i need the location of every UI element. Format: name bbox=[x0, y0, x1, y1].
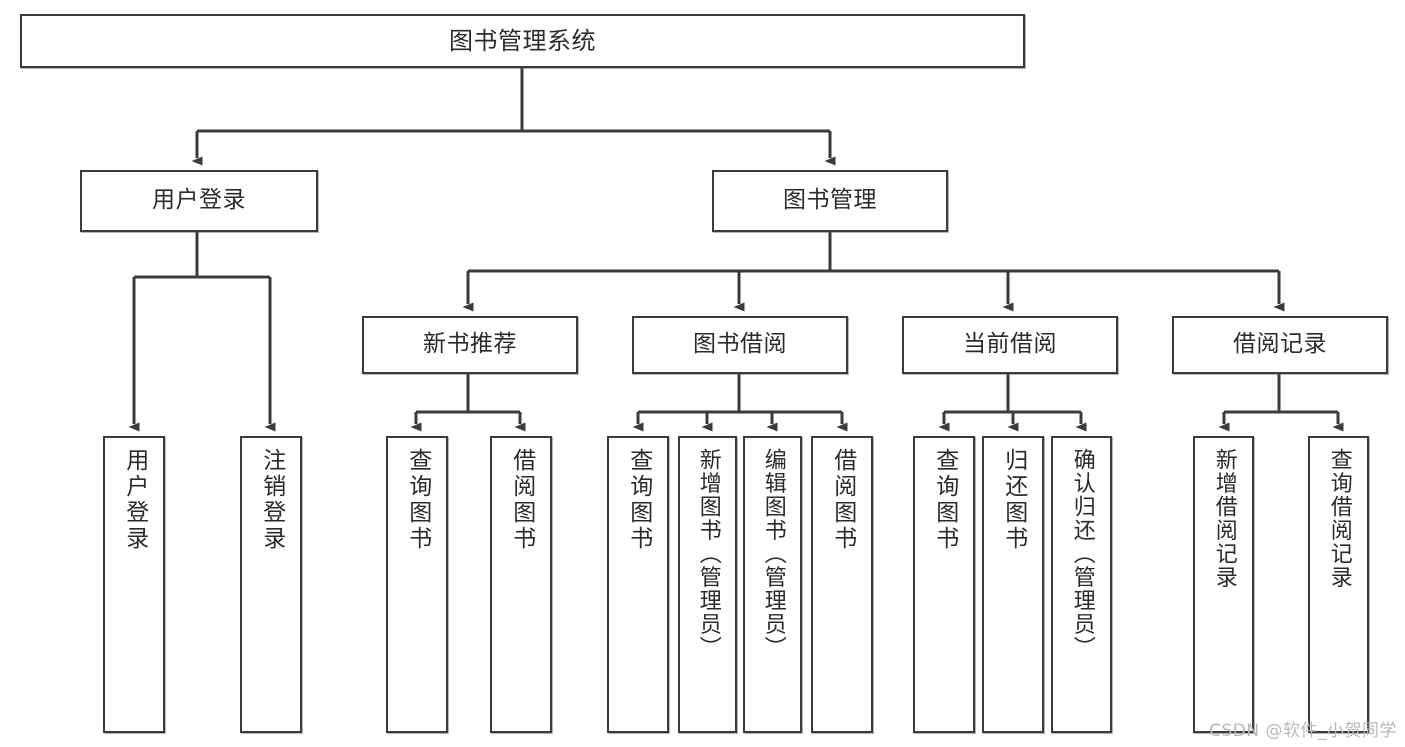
node-label: 查询图书 bbox=[625, 448, 652, 552]
leaf-current-return-book[interactable]: 归还图书 bbox=[982, 436, 1044, 733]
node-label: 借阅图书 bbox=[508, 448, 535, 552]
node-book-borrow[interactable]: 图书借阅 bbox=[632, 316, 848, 374]
node-label: 注销登录 bbox=[258, 448, 285, 552]
node-label: 查询借阅记录 bbox=[1326, 448, 1352, 589]
node-label: 图书管理系统 bbox=[449, 26, 596, 55]
node-label: 借阅记录 bbox=[1233, 331, 1327, 358]
node-label: 归还图书 bbox=[1000, 448, 1027, 552]
node-book-management[interactable]: 图书管理 bbox=[712, 170, 948, 232]
node-label: 图书管理 bbox=[783, 187, 877, 214]
node-label: 新增借阅记录 bbox=[1211, 448, 1237, 589]
leaf-current-query-book[interactable]: 查询图书 bbox=[913, 436, 975, 733]
node-label: 当前借阅 bbox=[963, 331, 1057, 358]
node-root-book-management-system[interactable]: 图书管理系统 bbox=[20, 14, 1025, 68]
node-borrow-records[interactable]: 借阅记录 bbox=[1172, 316, 1388, 374]
node-label: 用户登录 bbox=[152, 187, 246, 214]
node-label: 编辑图书（管理员） bbox=[760, 448, 786, 660]
node-label: 确认归还（管理员） bbox=[1069, 448, 1095, 660]
leaf-records-query-record[interactable]: 查询借阅记录 bbox=[1308, 436, 1369, 733]
node-new-book-recommend[interactable]: 新书推荐 bbox=[362, 316, 578, 374]
watermark: CSDN @软件_小贺同学 bbox=[1209, 721, 1397, 741]
node-user-login[interactable]: 用户登录 bbox=[80, 170, 318, 232]
leaf-borrow-add-book-admin[interactable]: 新增图书（管理员） bbox=[678, 436, 737, 733]
node-label: 新书推荐 bbox=[423, 331, 517, 358]
node-label: 借阅图书 bbox=[829, 448, 856, 552]
node-current-borrow[interactable]: 当前借阅 bbox=[902, 316, 1118, 374]
node-label: 查询图书 bbox=[931, 448, 958, 552]
node-label: 图书借阅 bbox=[693, 331, 787, 358]
leaf-current-confirm-return-admin[interactable]: 确认归还（管理员） bbox=[1051, 436, 1112, 733]
leaf-borrow-edit-book-admin[interactable]: 编辑图书（管理员） bbox=[743, 436, 802, 733]
node-label: 用户登录 bbox=[121, 448, 148, 552]
leaf-records-add-record[interactable]: 新增借阅记录 bbox=[1193, 436, 1254, 733]
node-label: 新增图书（管理员） bbox=[695, 448, 721, 660]
node-label: 查询图书 bbox=[404, 448, 431, 552]
leaf-logout[interactable]: 注销登录 bbox=[240, 436, 302, 733]
leaf-borrow-borrow-book[interactable]: 借阅图书 bbox=[811, 436, 873, 733]
leaf-user-login[interactable]: 用户登录 bbox=[103, 436, 165, 733]
leaf-newbook-borrow-book[interactable]: 借阅图书 bbox=[490, 436, 552, 733]
leaf-newbook-query-book[interactable]: 查询图书 bbox=[386, 436, 448, 733]
leaf-borrow-query-book[interactable]: 查询图书 bbox=[607, 436, 669, 733]
